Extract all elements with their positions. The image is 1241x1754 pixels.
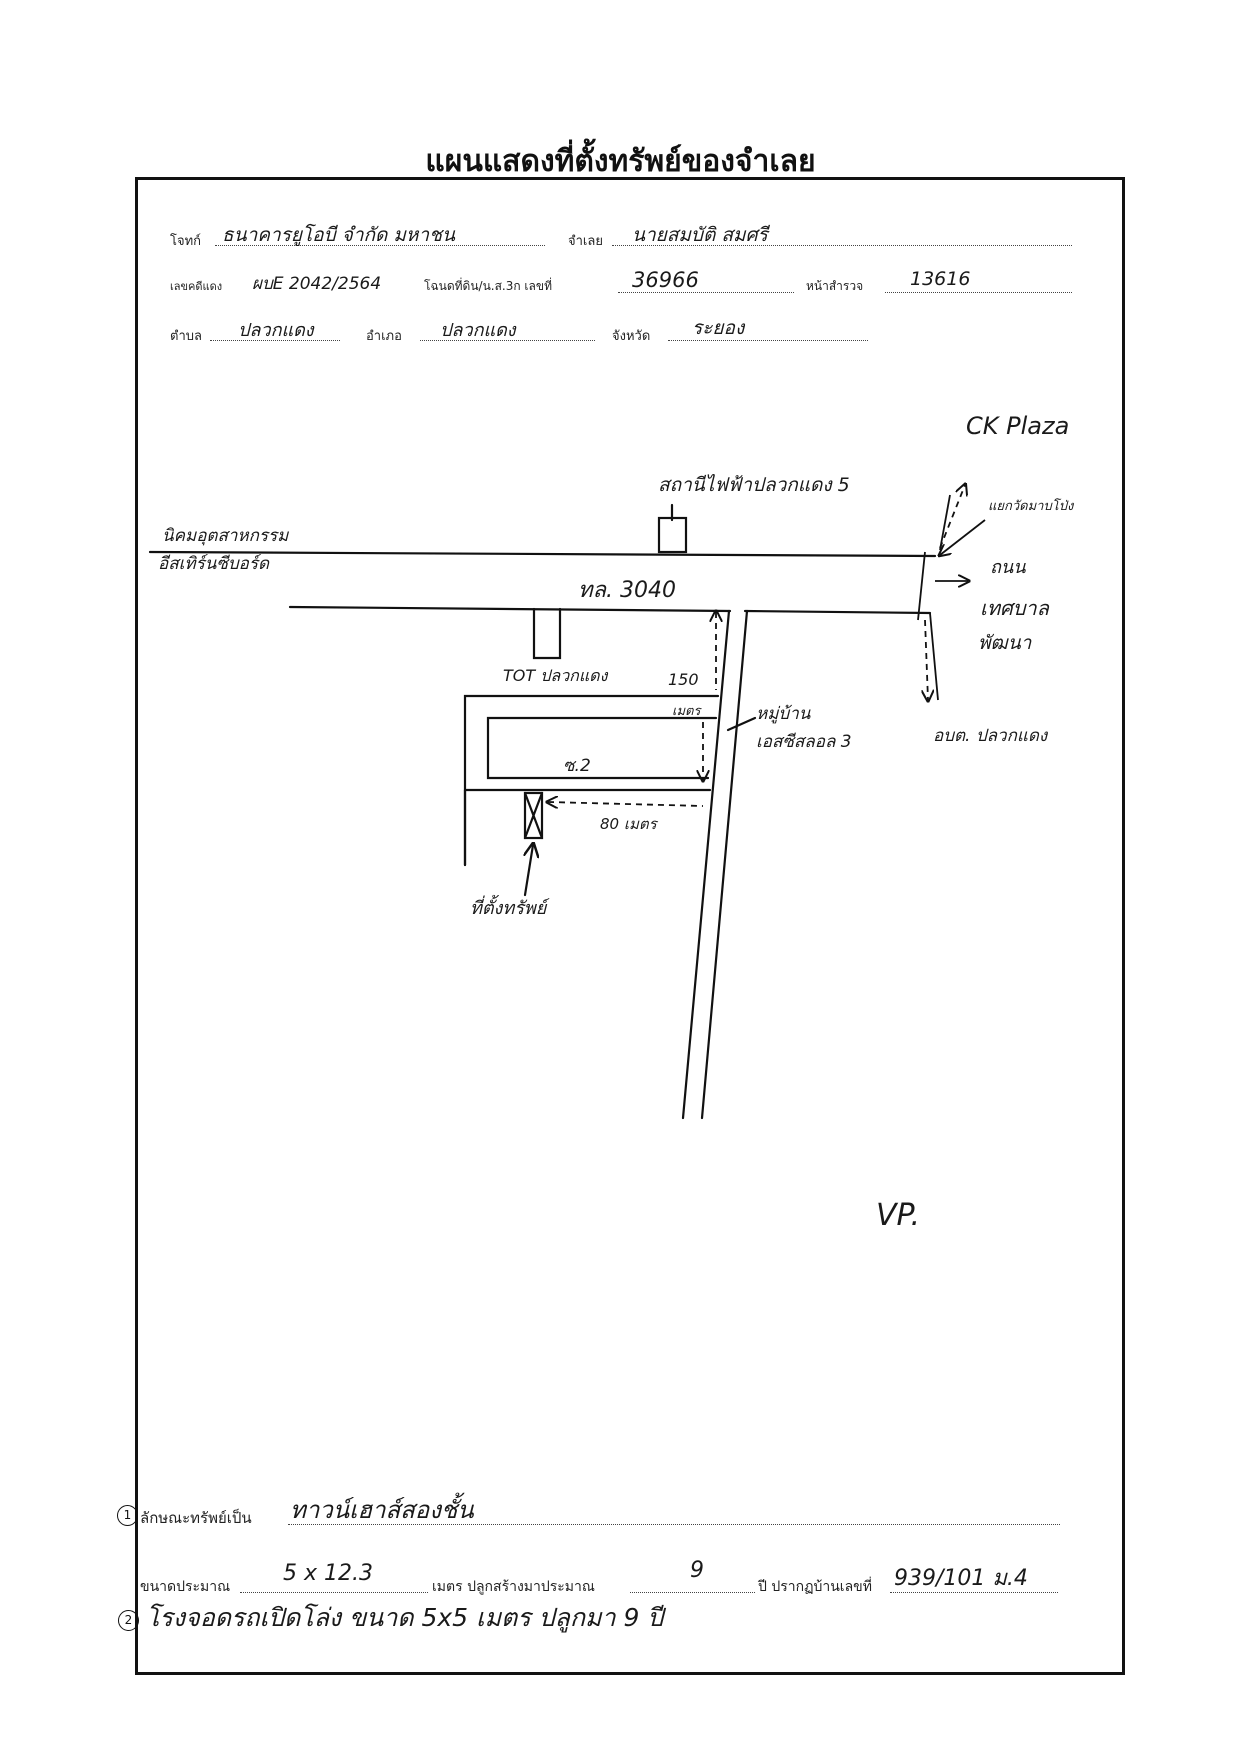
plaintiff-dotline [215,245,545,246]
soi-east-edge [700,609,749,1120]
east-road-line [917,551,926,621]
item-2-text: โรงจอดรถเปิดโล่ง ขนาด 5x5 เมตร ปลูกมา 9 … [146,1603,664,1632]
page-title: แผนแสดงที่ตั้งทรัพย์ของจำเลย [425,144,816,179]
district-dotline [420,340,595,341]
village-block [486,716,718,780]
plaintiff-label: โจทก์ [170,234,202,249]
distance-80-label: 80 เมตร [600,815,657,833]
meter-label: เมตร [672,704,701,719]
tot-label: TOT ปลวกแดง [503,666,608,685]
meters-built-label: เมตร ปลูกสร้างมาประมาณ [432,1579,595,1595]
survey-dotline [885,292,1072,293]
subdistrict-dotline [210,340,340,341]
case-value: ผบE 2042/2564 [252,274,382,294]
map-frame [135,177,1125,1675]
power-station-box [657,516,688,554]
industrial-estate-label-1: นิคมอุตสาหกรรม [162,526,289,546]
age-value: 9 [690,1558,704,1583]
defendant-label: จำเลย [568,234,603,249]
village-label-1: หมู่บ้าน [756,704,811,724]
deed-label: โฉนดที่ดิน/น.ส.3ก เลขที่ [424,279,553,293]
subdistrict-value: ปลวกแดง [238,320,314,341]
item-1-number: 1 [123,1508,132,1522]
village-label-2: เอสซีสลอล 3 [756,732,852,752]
house-no-label: ปี ปรากฏบ้านเลขที่ [758,1579,872,1595]
district-label: อำเภอ [366,329,402,344]
east-road-south-line [929,612,939,701]
size-label: ขนาดประมาณ [140,1579,231,1595]
plaintiff-value: ธนาคารยูโอบี จำกัด มหาชน [222,224,455,246]
subdistrict-label: ตำบล [170,329,202,344]
property-cross-2 [523,791,544,840]
highway-south-edge-east [743,609,932,615]
distance-80-arrow [548,802,704,806]
highway-label: ทล. 3040 [578,578,676,603]
intersection-label: แยกวัดมาบโป่ง [988,499,1074,514]
district-value: ปลวกแดง [440,320,516,341]
property-box [523,791,544,840]
province-dotline [668,340,868,341]
industrial-estate-label-2: อีสเทิร์นซีบอร์ด [158,554,270,574]
province-label: จังหวัด [612,329,651,344]
ck-plaza-label: CK Plaza [966,412,1070,440]
highway-south-edge-west [288,605,732,613]
defendant-value: นายสมบัติ สมศรี [632,224,768,246]
property-type-label: ลักษณะทรัพย์เป็น [140,1509,252,1527]
survey-value: 13616 [910,268,971,290]
size-value: 5 x 12.3 [283,1561,373,1586]
property-location-label: ที่ตั้งทรัพย์ [470,898,547,919]
age-dotline [630,1592,755,1593]
tot-building [532,607,562,660]
signature-initials: VP. [876,1198,921,1233]
size-dotline [240,1592,428,1593]
item-2-number: 2 [124,1613,133,1627]
survey-label: หน้าสำรวจ [806,279,864,293]
deed-dotline [618,292,794,293]
municipal-road-label-1: ถนน [990,557,1026,578]
obt-label: อบต. ปลวกแดง [933,726,1048,746]
village-pointer [726,716,757,732]
power-station-label: สถานีไฟฟ้าปลวกแดง 5 [658,474,850,496]
property-type-value: ทาวน์เฮาส์สองชั้น [290,1496,474,1524]
intersection-pointer [940,519,986,555]
house-no-value: 939/101 ม.4 [894,1566,1028,1591]
obt-direction-arrow [925,619,928,700]
ck-plaza-direction-arrow [939,485,965,549]
case-label: เลขคดีแดง [170,280,223,293]
municipal-road-label-2: เทศบาล [980,596,1049,620]
village-north-road [463,694,720,867]
soi-2-label: ซ.2 [563,756,591,776]
highway-north-edge [148,550,937,558]
soi-west-edge [681,609,731,1120]
defendant-dotline [612,245,1072,246]
province-value: ระยอง [692,317,745,339]
property-type-dotline [288,1524,1060,1525]
distance-150-label: 150 [668,670,699,689]
item-1-circle: 1 [117,1505,138,1526]
item-2-circle: 2 [118,1610,139,1631]
property-pointer-arrow [525,845,533,897]
deed-value: 36966 [632,268,699,292]
house-no-dotline [890,1592,1058,1593]
municipal-road-label-3: พัฒนา [978,632,1032,654]
north-road-line [939,494,951,551]
